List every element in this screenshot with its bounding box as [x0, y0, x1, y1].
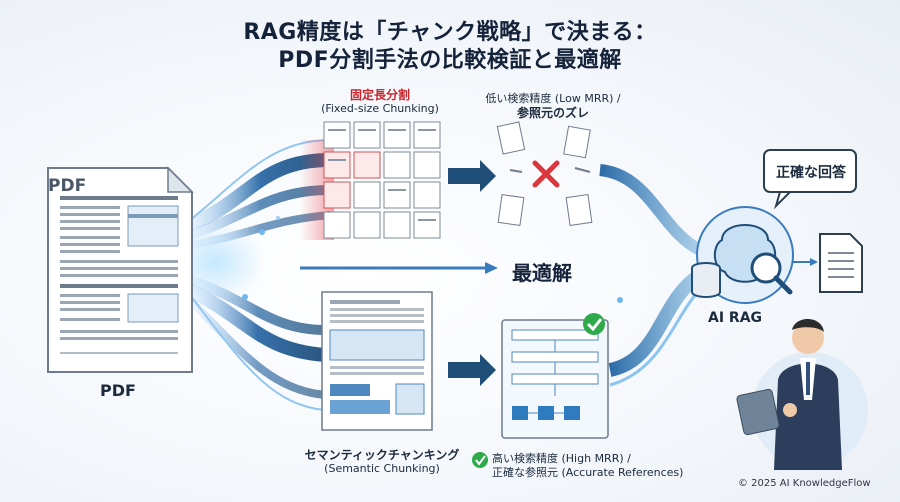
pdf-doc-header: PDF [48, 176, 87, 196]
answer-document-icon [819, 233, 863, 293]
semantic-document [321, 291, 433, 431]
fixed-label: 固定長分割 (Fixed-size Chunking) [300, 88, 460, 116]
answer-bubble-text: 正確な回答 [776, 165, 846, 181]
arrow-semantic [448, 354, 496, 386]
optimal-label: 最適解 [512, 261, 572, 285]
fixed-subtitle: (Fixed-size Chunking) [321, 102, 439, 115]
semantic-result-label: 高い検索精度 (High MRR) / 正確な参照元 (Accurate Ref… [492, 452, 702, 480]
scattered-docs [496, 121, 593, 226]
semantic-subtitle: (Semantic Chunking) [324, 462, 440, 475]
ai-rag-label: AI RAG [708, 310, 763, 326]
structured-result [501, 319, 609, 439]
magnifier-icon [750, 252, 793, 295]
fixed-title: 固定長分割 [349, 88, 410, 102]
pdf-label: PDF [100, 381, 136, 400]
arrow-fixed [448, 160, 496, 192]
stream-to-ai [599, 164, 706, 387]
copyright: © 2025 AI KnowledgeFlow [738, 478, 871, 489]
speech-bubble-icon [763, 149, 857, 210]
check-icon [583, 313, 605, 335]
fixed-result-line2: 参照元のズレ [516, 106, 589, 120]
semantic-result-line1: 高い検索精度 (High MRR) / [492, 452, 631, 465]
semantic-label: セマンティックチャンキング (Semantic Chunking) [292, 448, 472, 476]
fixed-chunk-grid [323, 121, 441, 239]
cross-icon [532, 160, 560, 188]
database-icon [691, 262, 721, 298]
fixed-result-label: 低い検索精度 (Low MRR) / 参照元のズレ [478, 92, 628, 120]
source-pdf-document [47, 166, 194, 373]
presenter-figure [736, 318, 868, 470]
semantic-title: セマンティックチャンキング [304, 448, 460, 462]
semantic-result-line2: 正確な参照元 (Accurate References) [492, 466, 684, 479]
title-line2: PDF分割手法の比較検証と最適解 [278, 48, 622, 73]
title-line1: RAG精度は「チャンク戦略」で決まる： [243, 20, 657, 45]
small-check-icon [472, 452, 488, 468]
fixed-result-line1: 低い検索精度 (Low MRR) / [485, 92, 621, 105]
